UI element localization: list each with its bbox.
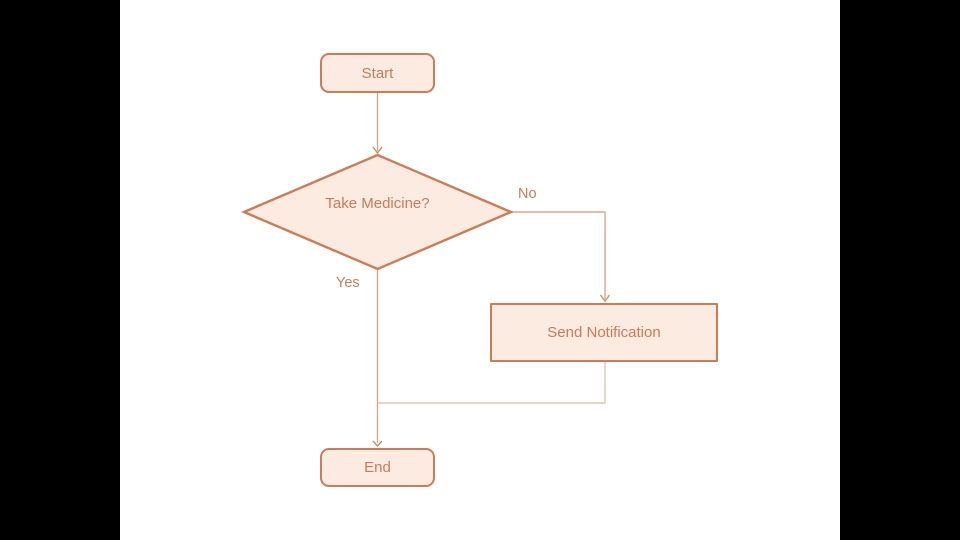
node-decision-label: Take Medicine? bbox=[325, 195, 430, 212]
letterbox-right bbox=[840, 0, 960, 540]
letterbox-left bbox=[0, 0, 120, 540]
arrowhead-into-notify bbox=[599, 294, 611, 303]
slide-canvas: Start Take Medicine? No Yes Send Notific… bbox=[120, 0, 840, 540]
arrowhead-into-end bbox=[372, 440, 383, 448]
edge-decision-notify bbox=[511, 211, 606, 299]
node-send-notification-label: Send Notification bbox=[547, 324, 661, 341]
edge-label-no: No bbox=[518, 186, 537, 202]
flowchart-connectors bbox=[240, 93, 611, 448]
arrowhead-into-decision bbox=[372, 146, 383, 155]
decision-diamond-shape bbox=[240, 153, 515, 271]
node-end-label: End bbox=[364, 459, 391, 476]
edge-label-yes: Yes bbox=[336, 275, 360, 291]
node-send-notification: Send Notification bbox=[490, 303, 718, 362]
node-start: Start bbox=[320, 53, 435, 93]
edge-notify-merge bbox=[378, 362, 606, 404]
node-start-label: Start bbox=[361, 64, 394, 82]
node-end: End bbox=[320, 448, 435, 487]
